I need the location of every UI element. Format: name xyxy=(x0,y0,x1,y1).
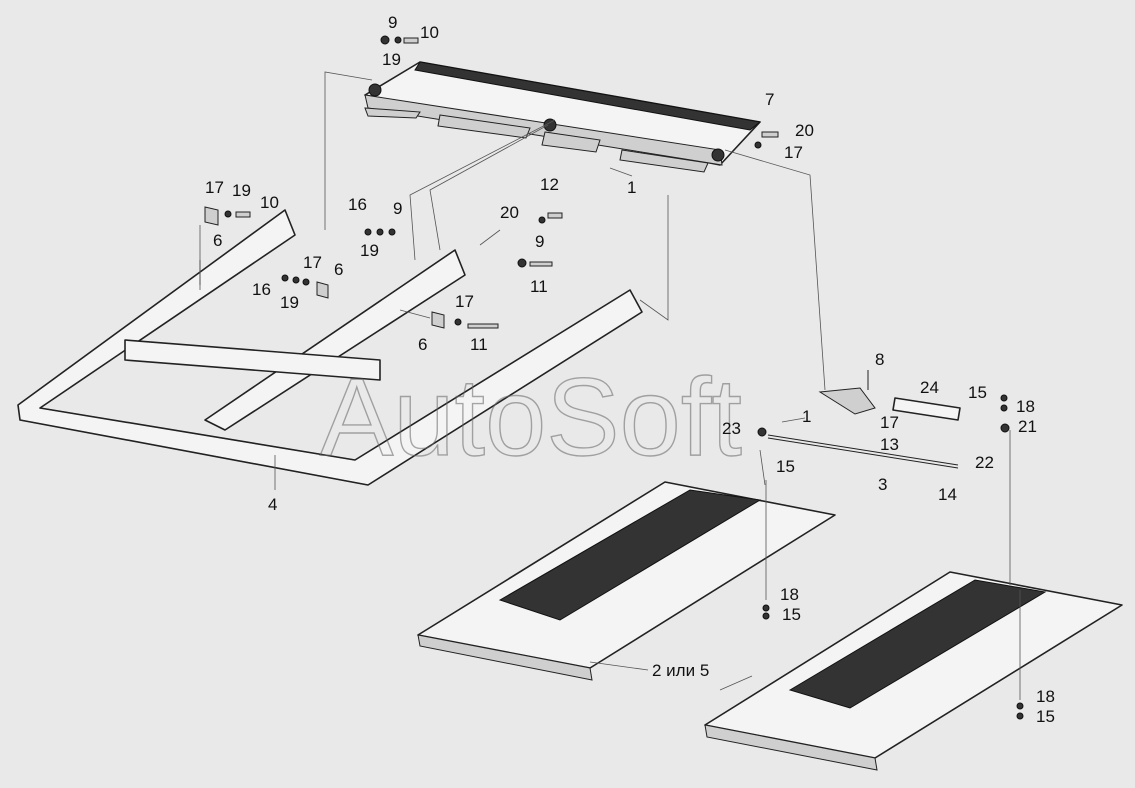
callout-15: 15 xyxy=(776,457,795,476)
callout-18: 18 xyxy=(1016,397,1035,416)
callout-23: 23 xyxy=(722,419,741,438)
callout-18: 18 xyxy=(1036,687,1055,706)
callout-13: 13 xyxy=(880,435,899,454)
callout-17: 17 xyxy=(303,253,322,272)
top-rail-assembly xyxy=(364,61,762,173)
callout-20: 20 xyxy=(500,203,519,222)
callout-15: 15 xyxy=(968,383,987,402)
callout-15: 15 xyxy=(782,605,801,624)
drive-assembly xyxy=(757,370,1010,469)
callout-1: 1 xyxy=(627,178,636,197)
callout-19: 19 xyxy=(280,293,299,312)
callout-11: 11 xyxy=(470,335,488,354)
fasteners xyxy=(204,35,1024,720)
callout-2-or-5: 2 или 5 xyxy=(652,661,709,680)
callout-6: 6 xyxy=(213,231,222,250)
callout-3: 3 xyxy=(878,475,887,494)
callout-19: 19 xyxy=(360,241,379,260)
watermark-text: AutoSoft xyxy=(320,356,742,479)
callout-4: 4 xyxy=(268,495,277,514)
callout-16: 16 xyxy=(348,195,367,214)
grate-panel-left xyxy=(417,481,836,681)
callout-9: 9 xyxy=(393,199,402,218)
callout-6: 6 xyxy=(334,260,343,279)
leader-lines xyxy=(199,71,1021,700)
callout-22: 22 xyxy=(975,453,994,472)
callout-9: 9 xyxy=(535,232,544,251)
callout-24: 24 xyxy=(920,378,939,397)
callout-18: 18 xyxy=(780,585,799,604)
callout-12: 12 xyxy=(540,175,559,194)
callout-10: 10 xyxy=(260,193,279,212)
callout-19: 19 xyxy=(232,181,251,200)
callout-19: 19 xyxy=(382,50,401,69)
callout-9: 9 xyxy=(388,13,397,32)
callout-17: 17 xyxy=(880,413,899,432)
callout-17: 17 xyxy=(784,143,803,162)
frame-assembly xyxy=(17,209,643,486)
callout-20: 20 xyxy=(795,121,814,140)
grate-panel-right xyxy=(704,571,1123,771)
callout-11: 11 xyxy=(530,277,548,296)
callout-14: 14 xyxy=(938,485,957,504)
callout-15: 15 xyxy=(1036,707,1055,726)
callout-17: 17 xyxy=(205,178,224,197)
callout-8: 8 xyxy=(875,350,884,369)
callout-10: 10 xyxy=(420,23,439,42)
callout-16: 16 xyxy=(252,280,271,299)
callout-1: 1 xyxy=(802,407,811,426)
callout-17: 17 xyxy=(455,292,474,311)
callout-6: 6 xyxy=(418,335,427,354)
callout-7: 7 xyxy=(765,90,774,109)
callout-21: 21 xyxy=(1018,417,1037,436)
callout-labels: 9 10 19 7 20 17 1 17 19 10 6 16 9 19 1 2 … xyxy=(205,13,1055,726)
